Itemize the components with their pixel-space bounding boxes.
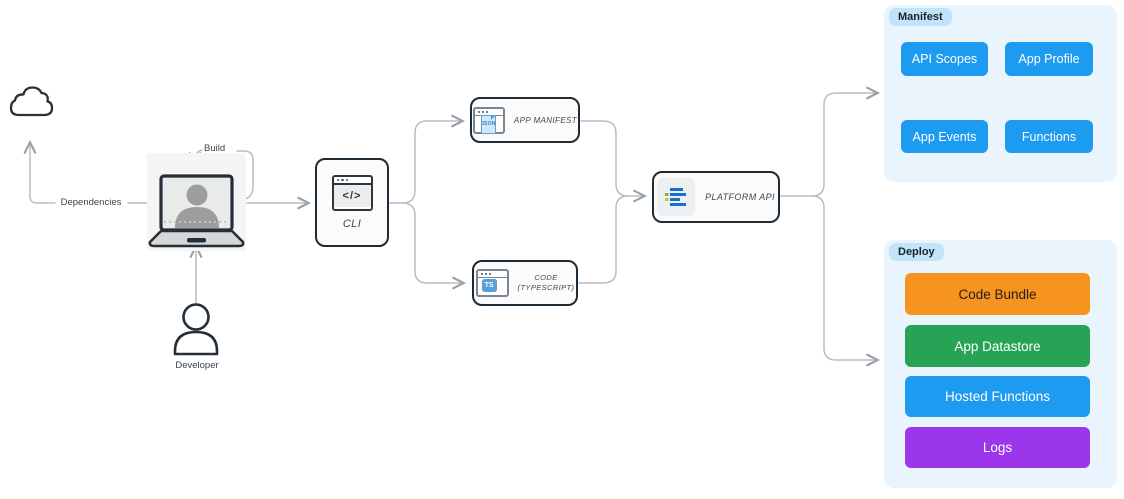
manifest-badge: Manifest <box>889 8 952 26</box>
developer-laptop-illustration <box>147 153 246 251</box>
code-bundle-chip: Code Bundle <box>905 273 1090 315</box>
manifest-panel: Manifest API Scopes App Profile App Even… <box>884 5 1117 182</box>
cli-node: </> CLI <box>315 158 389 247</box>
window-chrome-dots <box>477 271 507 278</box>
api-scopes-chip: API Scopes <box>901 42 988 76</box>
json-file-text: JSON <box>481 121 496 127</box>
cloud-icon <box>9 86 54 117</box>
dependencies-label: Dependencies <box>60 197 122 208</box>
folded-corner <box>490 114 496 120</box>
code-label-line2: (TYPESCRIPT) <box>517 283 575 292</box>
window-chrome-dots <box>333 177 371 185</box>
logs-chip: Logs <box>905 427 1090 468</box>
code-label: CODE (TYPESCRIPT) <box>518 273 575 293</box>
app-datastore-chip: App Datastore <box>905 325 1090 367</box>
typescript-window-icon: TS <box>475 269 509 297</box>
platform-api-label: PLATFORM API <box>705 192 775 202</box>
cli-label: CLI <box>342 218 362 230</box>
developer-label: Developer <box>175 360 219 371</box>
functions-chip: Functions <box>1005 120 1093 153</box>
app-profile-chip: App Profile <box>1005 42 1093 76</box>
deploy-badge: Deploy <box>889 243 944 261</box>
api-list-icon <box>657 178 696 216</box>
app-manifest-node: JSON APP MANIFEST <box>470 97 580 143</box>
terminal-window-icon: </> <box>331 175 373 211</box>
json-file-page: JSON <box>480 114 496 134</box>
laptop-icon <box>148 174 245 248</box>
deploy-panel: Deploy Code Bundle App Datastore Hosted … <box>884 240 1117 488</box>
app-events-chip: App Events <box>901 120 988 153</box>
app-manifest-label: APP MANIFEST <box>513 115 578 125</box>
ts-chip: TS <box>481 279 497 292</box>
developer-person-icon <box>173 303 219 356</box>
hosted-functions-chip: Hosted Functions <box>905 376 1090 417</box>
code-label-line1: CODE <box>534 272 558 282</box>
platform-api-node: PLATFORM API <box>652 171 780 223</box>
build-label: Build <box>204 143 226 154</box>
code-typescript-node: TS CODE (TYPESCRIPT) <box>472 260 578 306</box>
code-glyph: </> <box>333 185 371 207</box>
json-file-icon: JSON <box>472 106 505 134</box>
